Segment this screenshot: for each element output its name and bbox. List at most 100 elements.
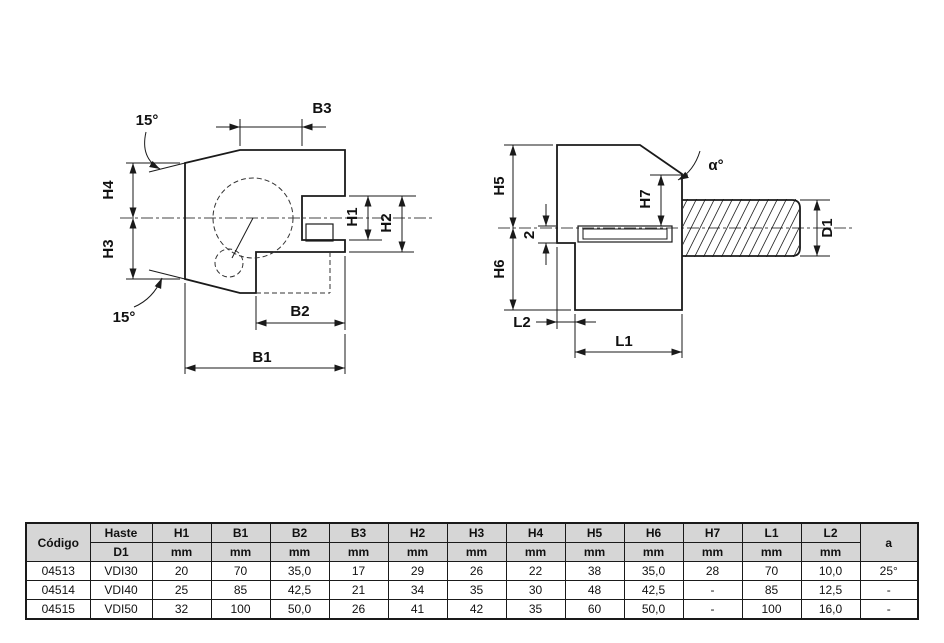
label-b2: B2	[290, 303, 309, 320]
label-angle-top: 15°	[136, 112, 159, 129]
radius-pointer-line	[231, 217, 254, 259]
label-l1: L1	[615, 333, 633, 350]
unit-mm: mm	[328, 542, 389, 562]
cell-value: 34	[387, 580, 448, 600]
col-header-h7: H7	[682, 522, 743, 543]
cell-a: -	[859, 580, 919, 600]
side-slot-outer-rect	[577, 225, 673, 243]
col-header-h5: H5	[564, 522, 625, 543]
cell-value: 42	[446, 599, 507, 620]
cell-value: 70	[210, 561, 271, 581]
dim-b2: B2	[255, 256, 346, 330]
side-slot-inner-rect	[582, 228, 668, 240]
dim-angle-top: 15°	[136, 112, 186, 173]
side-view: H5 H6 2 H7 α° D1	[491, 144, 852, 358]
label-two: 2	[521, 231, 538, 239]
col-header-h1: H1	[151, 522, 212, 543]
cell-value: 35	[446, 580, 507, 600]
cell-a: -	[859, 599, 919, 620]
unit-mm: mm	[682, 542, 743, 562]
dim-angle-bottom: 15°	[113, 269, 186, 326]
dim-l2: L2	[513, 247, 596, 331]
cell-value: 22	[505, 561, 566, 581]
unit-mm: mm	[623, 542, 684, 562]
unit-mm: mm	[269, 542, 330, 562]
cell-value: 21	[328, 580, 389, 600]
col-header-codigo: Código	[25, 522, 91, 562]
cell-value: 50,0	[269, 599, 330, 620]
label-alpha: α°	[708, 157, 723, 174]
label-b3: B3	[312, 100, 331, 117]
front-body-outline	[184, 149, 346, 294]
col-header-haste: Haste	[89, 522, 153, 543]
shank-outline	[682, 199, 801, 257]
cell-value: 26	[446, 561, 507, 581]
col-header-h6: H6	[623, 522, 684, 543]
cell-value: 29	[387, 561, 448, 581]
label-h3: H3	[100, 239, 117, 258]
cell-a: 25°	[859, 561, 919, 581]
label-h1: H1	[344, 207, 361, 226]
label-h6: H6	[491, 259, 508, 278]
col-header-h4: H4	[505, 522, 566, 543]
table-row: 04515 VDI50 32 100 50,0 26 41 42 35 60 5…	[25, 599, 919, 620]
cell-value: 100	[210, 599, 271, 620]
dim-two: 2	[521, 204, 556, 265]
front-view: H4 H3 15° 15° B3 H1	[100, 100, 432, 374]
spec-table: Código Haste H1 B1 B2 B3 H2 H3 H4 H5 H6 …	[25, 522, 919, 620]
cell-value: 35,0	[269, 561, 330, 581]
dim-d1: D1	[800, 199, 836, 257]
label-d1: D1	[819, 218, 836, 237]
cell-value: 30	[505, 580, 566, 600]
col-header-h3: H3	[446, 522, 507, 543]
dim-alpha: α°	[677, 150, 724, 181]
dim-h7: H7	[637, 174, 688, 226]
cell-value: 10,0	[800, 561, 861, 581]
col-header-b1: B1	[210, 522, 271, 543]
spec-table-container: Código Haste H1 B1 B2 B3 H2 H3 H4 H5 H6 …	[25, 522, 919, 620]
col-header-l1: L1	[741, 522, 802, 543]
col-header-h2: H2	[387, 522, 448, 543]
header-row-2: D1 mm mm mm mm mm mm mm mm mm mm mm mm	[26, 542, 918, 562]
cell-value: 12,5	[800, 580, 861, 600]
col-header-b2: B2	[269, 522, 330, 543]
dim-b3: B3	[216, 100, 332, 146]
col-header-a: a	[859, 522, 919, 562]
cell-haste: VDI50	[89, 599, 153, 620]
cell-value: 42,5	[269, 580, 330, 600]
front-hidden-edges	[256, 252, 331, 294]
cell-codigo: 04513	[25, 561, 91, 581]
cell-value: 32	[151, 599, 212, 620]
col-header-b3: B3	[328, 522, 389, 543]
cell-value: 100	[741, 599, 802, 620]
label-h5: H5	[491, 176, 508, 195]
header-row-1: Código Haste H1 B1 B2 B3 H2 H3 H4 H5 H6 …	[25, 522, 919, 562]
dim-l1: L1	[574, 314, 683, 358]
cell-haste: VDI30	[89, 561, 153, 581]
label-l2: L2	[513, 314, 531, 331]
cell-value: 20	[151, 561, 212, 581]
cell-value: 48	[564, 580, 625, 600]
cell-value: 42,5	[623, 580, 684, 600]
unit-mm: mm	[741, 542, 802, 562]
col-header-d1: D1	[89, 542, 153, 562]
label-b1: B1	[252, 349, 271, 366]
side-body-outline	[556, 144, 683, 311]
table-row: 04513 VDI30 20 70 35,0 17 29 26 22 38 35…	[25, 561, 919, 581]
cell-value: 85	[210, 580, 271, 600]
dim-h4-h3: H4 H3	[100, 162, 180, 280]
cell-value: 26	[328, 599, 389, 620]
unit-mm: mm	[505, 542, 566, 562]
cell-value: 16,0	[800, 599, 861, 620]
dim-h5-h6: H5 H6	[491, 144, 571, 311]
label-h7: H7	[637, 189, 654, 208]
cell-value: 25	[151, 580, 212, 600]
shank-hatching	[683, 199, 799, 257]
cell-value: -	[682, 580, 743, 600]
cell-value: 28	[682, 561, 743, 581]
cell-value: -	[682, 599, 743, 620]
unit-mm: mm	[151, 542, 212, 562]
dim-h2: H2	[349, 196, 414, 253]
cell-codigo: 04514	[25, 580, 91, 600]
cell-value: 60	[564, 599, 625, 620]
